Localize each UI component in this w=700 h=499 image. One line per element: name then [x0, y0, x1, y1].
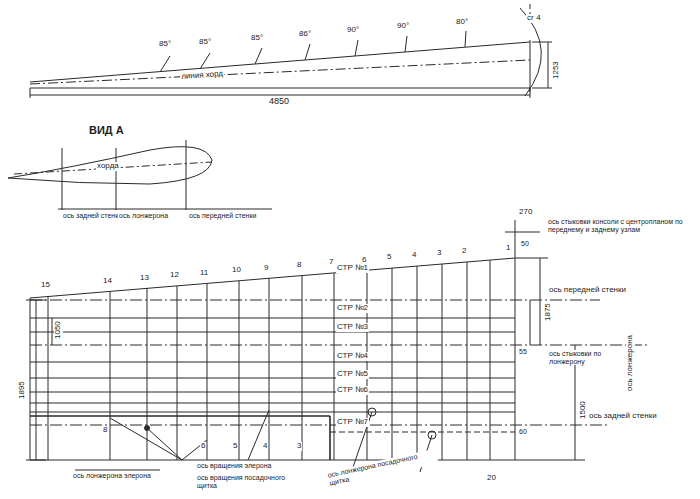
angle: 80°: [455, 18, 469, 27]
line-label: линия хорд: [180, 70, 224, 82]
axis-label: ось стыковки по лонжерону: [548, 350, 620, 365]
dimension: 50: [520, 240, 530, 248]
rib-number: 2: [461, 247, 467, 256]
rib-number: 12: [169, 271, 180, 280]
axis-label: ось стыковки консоли с центропланом по п…: [547, 218, 697, 233]
stringer-label: СТР №6: [336, 386, 369, 395]
rib-number: 14: [102, 277, 113, 286]
dimension: 60: [518, 428, 528, 436]
axis-label: ось лонжерона элерона: [72, 472, 152, 480]
angle: 90°: [346, 26, 360, 35]
axis-label: ось передней стенки: [188, 212, 257, 220]
axis-label: ось задней стенки: [62, 212, 123, 220]
dimension: 1875: [544, 302, 553, 322]
rib-number: 9: [263, 264, 269, 273]
axis-label: ось лонжерона: [626, 334, 635, 392]
rib-number: 15: [40, 281, 51, 290]
axis-label: ось задней стенки: [588, 412, 658, 421]
stringer-label: СТР №5: [336, 370, 369, 379]
rib-number: 11: [199, 269, 209, 278]
dimension: 20: [486, 474, 497, 483]
dimension: 55: [518, 348, 528, 356]
axis-label: ось вращения посадочного щитка: [196, 474, 308, 489]
stringer-label: СТР №4: [336, 352, 369, 361]
dimension: 1050: [54, 320, 63, 340]
rib-number: 1: [505, 244, 511, 253]
note: сг 4: [526, 14, 542, 23]
callout-number: 3: [296, 442, 302, 451]
stringer-label: СТР №1: [336, 264, 369, 273]
stringer-label: СТР №7: [336, 418, 369, 427]
axis-label: ось передней стенки: [548, 286, 627, 295]
callout-number: 4: [262, 442, 268, 451]
angle: 86°: [298, 30, 312, 39]
rib-number: 3: [436, 249, 442, 258]
angle: 85°: [158, 40, 172, 49]
stringer-label: СТР №3: [336, 323, 369, 332]
angle: 85°: [250, 34, 264, 43]
view-title: ВИД А: [88, 124, 125, 136]
callout-number: 8: [102, 426, 108, 435]
angle: 90°: [396, 22, 410, 31]
rib-number: 10: [231, 266, 242, 275]
rib-number: 5: [386, 253, 392, 262]
axis-label: ось лонжерона: [118, 212, 169, 220]
callout-number: 5: [232, 442, 238, 451]
rib-number: 7: [328, 258, 334, 267]
stringer-label: СТР №2: [336, 304, 369, 313]
dimension: 1500: [579, 400, 588, 420]
dimension: 270: [518, 208, 533, 217]
axis-label: хорда: [96, 162, 120, 171]
rib-number: 13: [139, 274, 150, 283]
callout-number: 6: [200, 442, 206, 451]
axis-label: ось вращения элерона: [196, 462, 273, 470]
dimension: 1253: [552, 60, 561, 80]
rib-number: 8: [296, 261, 302, 270]
dimension: 4850: [268, 97, 290, 107]
rib-number: 4: [411, 251, 417, 260]
dimension: 1895: [18, 380, 27, 400]
angle: 85°: [198, 38, 212, 47]
